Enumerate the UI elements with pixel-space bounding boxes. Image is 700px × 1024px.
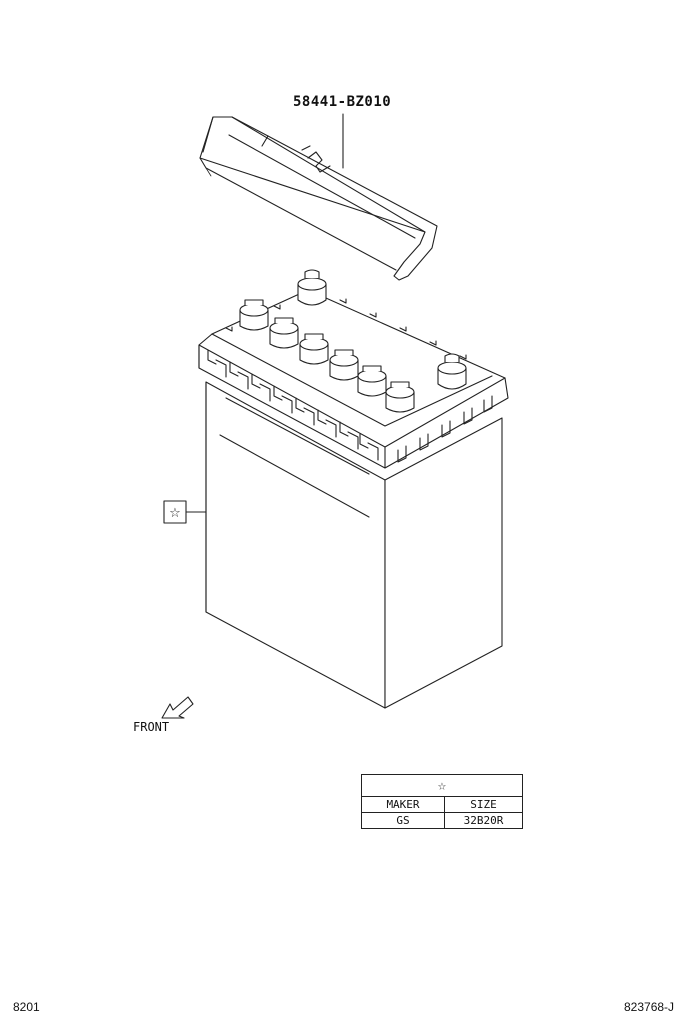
spec-col-size: SIZE bbox=[444, 796, 523, 813]
battery-cover bbox=[199, 116, 438, 281]
spec-table-header-row: ☆ bbox=[361, 774, 523, 797]
front-arrow-icon bbox=[161, 696, 194, 719]
footer-left-code: 8201 bbox=[13, 1000, 40, 1014]
battery-spec-table: ☆ MAKER SIZE GS 32B20R bbox=[361, 774, 523, 829]
battery-terminals bbox=[297, 269, 467, 390]
spec-table-star-header: ☆ bbox=[361, 774, 523, 797]
battery-cell-caps bbox=[239, 299, 415, 413]
spec-cell-size: 32B20R bbox=[444, 812, 523, 829]
spec-cell-maker: GS bbox=[361, 812, 445, 829]
star-icon: ☆ bbox=[169, 506, 181, 521]
battery-case bbox=[205, 381, 503, 709]
table-row: GS 32B20R bbox=[361, 812, 523, 829]
footer-right-code: 823768-J bbox=[624, 1000, 675, 1014]
front-direction-label: FRONT bbox=[133, 720, 169, 734]
part-number-label: 58441-BZ010 bbox=[293, 94, 391, 110]
spec-table-column-row: MAKER SIZE bbox=[361, 796, 523, 813]
spec-col-maker: MAKER bbox=[361, 796, 445, 813]
